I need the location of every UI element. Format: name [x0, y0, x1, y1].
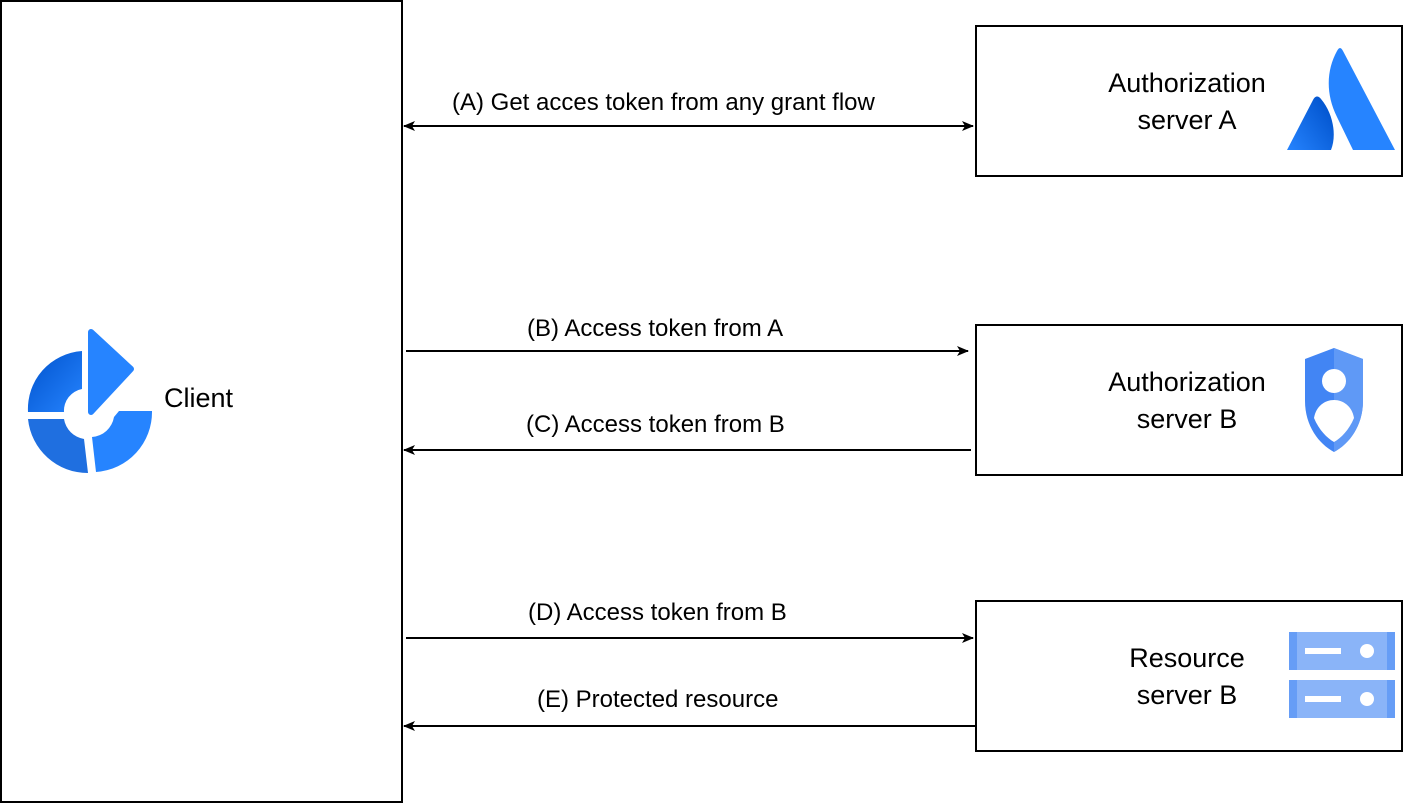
client-label: Client — [164, 383, 234, 413]
flow-e-label: (E) Protected resource — [537, 686, 779, 713]
server-stack-icon — [1289, 632, 1395, 718]
flow-d-label: (D) Access token from B — [528, 599, 787, 626]
authorization-server-a-box: Authorization server A — [975, 25, 1403, 177]
identity-shield-icon — [1305, 348, 1363, 452]
authorization-server-b-line2: server B — [1136, 404, 1238, 434]
authorization-server-a-label: Authorization server A — [1067, 65, 1307, 139]
client-logo-icon — [27, 329, 153, 474]
flow-a-label: (A) Get acces token from any grant flow — [452, 89, 875, 116]
authorization-server-b-line1: Authorization — [1108, 367, 1266, 397]
server-unit-bottom-icon — [1289, 680, 1395, 718]
authorization-server-a-line1: Authorization — [1108, 68, 1266, 98]
server-unit-top-icon — [1289, 632, 1395, 670]
atlassian-logo-icon — [1287, 48, 1395, 150]
authorization-server-b-box: Authorization server B — [975, 324, 1403, 476]
resource-server-b-line2: server B — [1136, 680, 1238, 710]
authorization-server-b-label: Authorization server B — [1067, 364, 1307, 438]
resource-server-b-label: Resource server B — [1067, 640, 1307, 714]
resource-server-b-box: Resource server B — [975, 600, 1403, 752]
resource-server-b-line1: Resource — [1129, 643, 1245, 673]
flow-b-label: (B) Access token from A — [527, 315, 784, 342]
flow-c-label: (C) Access token from B — [526, 411, 785, 438]
client-box: Client — [0, 0, 403, 803]
authorization-server-a-line2: server A — [1137, 105, 1237, 135]
